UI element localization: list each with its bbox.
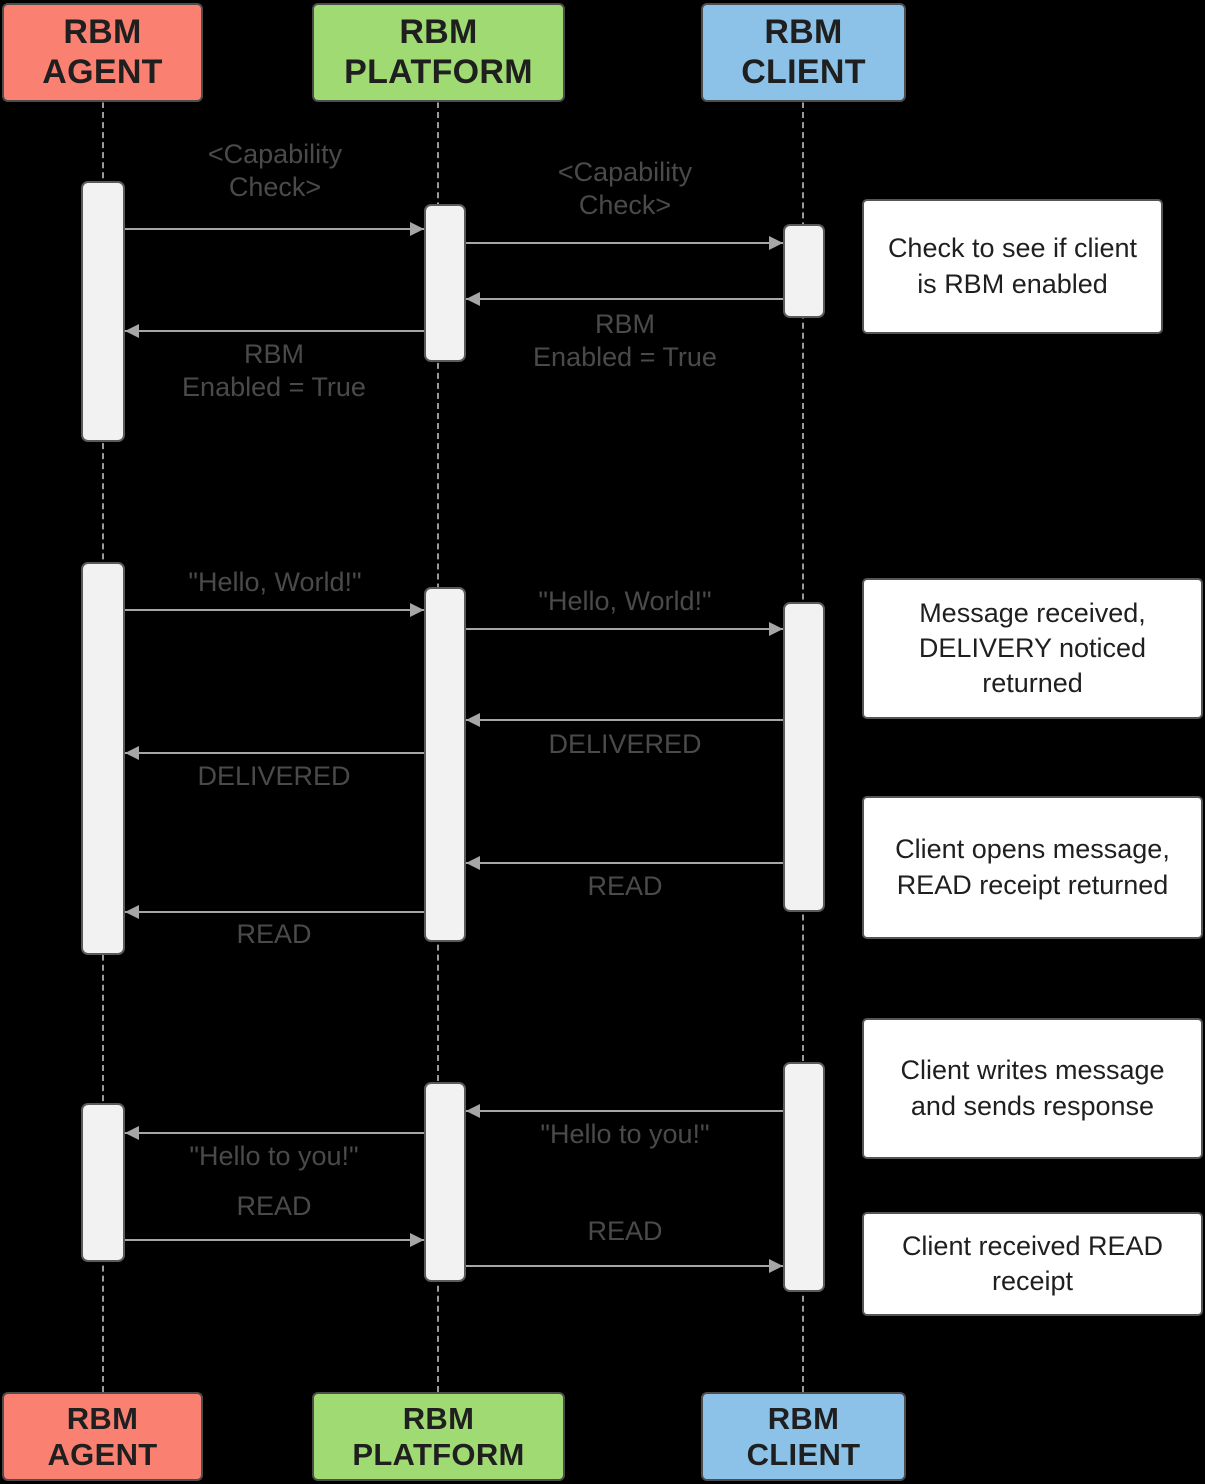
message-hello-to-you-client-to-platform-arrowhead-icon [466,1104,480,1118]
note-capability-check[interactable]: Check to see if client is RBM enabled [862,199,1163,334]
participant-label-line1: RBM [402,1400,475,1436]
participant-label-line1: RBM [399,13,478,52]
message-delivered-platform-to-agent-line [125,752,424,754]
participant-label-line2: CLIENT [746,1436,861,1472]
participant-label-line1: RBM [764,13,843,52]
message-hello-world-platform-to-client-label: "Hello, World!" [538,586,712,616]
participant-label-line2: AGENT [42,52,163,91]
message-read-client-to-platform-arrowhead-icon [466,856,480,870]
message-read-platform-to-agent-label: READ [236,919,312,949]
note-client-received-read[interactable]: Client received READ receipt [862,1212,1203,1316]
note-capability-check-text: Check to see if client is RBM enabled [887,233,1138,299]
message-delivered-platform-to-agent-arrowhead-icon [125,746,139,760]
message-capability-check-platform-to-client-arrowhead-icon [769,236,783,250]
note-client-received-read-text: Client received READ receipt [901,1230,1164,1296]
message-hello-world-agent-to-platform-line [125,609,424,611]
message-capability-check-agent-to-platform-arrowhead-icon [410,222,424,236]
message-rbm-enabled-platform-to-agent-line [125,330,424,332]
agent-activation-1[interactable] [81,181,125,442]
message-delivered-client-to-platform-line [466,719,783,721]
client-activation-2[interactable] [783,602,825,912]
platform-activation-3[interactable] [424,1082,466,1282]
note-client-opens-message[interactable]: Client opens message, READ receipt retur… [862,796,1203,939]
message-read-platform-to-agent-arrowhead-icon [125,905,139,919]
message-read-platform-to-agent-line [125,911,424,913]
platform-activation-2[interactable] [424,587,466,942]
participant-label-line1: RBM [767,1400,840,1436]
message-capability-check-platform-to-client-line [466,242,783,244]
client-activation-1[interactable] [783,224,825,318]
message-rbm-enabled-platform-to-agent-arrowhead-icon [125,324,139,338]
message-capability-check-platform-to-client-label: <Capability Check> [557,157,693,220]
message-rbm-enabled-client-to-platform-arrowhead-icon [466,292,480,306]
agent-activation-3[interactable] [81,1103,125,1262]
message-hello-to-you-platform-to-agent-label: "Hello to you!" [189,1141,359,1171]
message-rbm-enabled-client-to-platform-label: RBM Enabled = True [533,309,717,372]
message-read-agent-to-platform-line [125,1239,424,1241]
participant-label-line2: CLIENT [741,52,866,91]
note-client-writes-message-text: Client writes message and sends response [900,1055,1165,1121]
platform-activation-1[interactable] [424,204,466,362]
participant-label-line2: PLATFORM [344,52,533,91]
message-rbm-enabled-client-to-platform-line [466,298,783,300]
message-read-platform-to-client-label: READ [587,1216,663,1246]
message-delivered-client-to-platform-label: DELIVERED [548,729,702,759]
agent-activation-2[interactable] [81,562,125,955]
message-read-client-to-platform-line [466,862,783,864]
participant-label-line2: PLATFORM [352,1436,525,1472]
participant-label-line1: RBM [66,1400,139,1436]
message-read-platform-to-client-line [466,1265,783,1267]
message-capability-check-agent-to-platform-label: <Capability Check> [207,139,343,202]
message-delivered-platform-to-agent-label: DELIVERED [197,761,351,791]
message-hello-to-you-client-to-platform-label: "Hello to you!" [540,1119,710,1149]
message-read-client-to-platform-label: READ [587,871,663,901]
message-read-agent-to-platform-arrowhead-icon [410,1233,424,1247]
message-rbm-enabled-platform-to-agent-label: RBM Enabled = True [182,339,366,402]
note-client-opens-message-text: Client opens message, READ receipt retur… [895,834,1170,900]
message-hello-world-platform-to-client-line [466,628,783,630]
note-client-writes-message[interactable]: Client writes message and sends response [862,1018,1203,1159]
participant-label-line2: AGENT [47,1436,158,1472]
message-hello-world-platform-to-client-arrowhead-icon [769,622,783,636]
message-read-platform-to-client-arrowhead-icon [769,1259,783,1273]
message-hello-to-you-platform-to-agent-line [125,1132,424,1134]
message-delivered-client-to-platform-arrowhead-icon [466,713,480,727]
message-hello-to-you-client-to-platform-line [466,1110,783,1112]
message-hello-to-you-platform-to-agent-arrowhead-icon [125,1126,139,1140]
message-hello-world-agent-to-platform-label: "Hello, World!" [188,567,362,597]
message-read-agent-to-platform-label: READ [236,1191,312,1221]
client-activation-3[interactable] [783,1062,825,1292]
participant-label-line1: RBM [63,13,142,52]
note-message-received-text: Message received, DELIVERY noticed retur… [918,597,1147,699]
message-capability-check-agent-to-platform-line [125,228,424,230]
message-hello-world-agent-to-platform-arrowhead-icon [410,603,424,617]
note-message-received[interactable]: Message received, DELIVERY noticed retur… [862,578,1203,719]
